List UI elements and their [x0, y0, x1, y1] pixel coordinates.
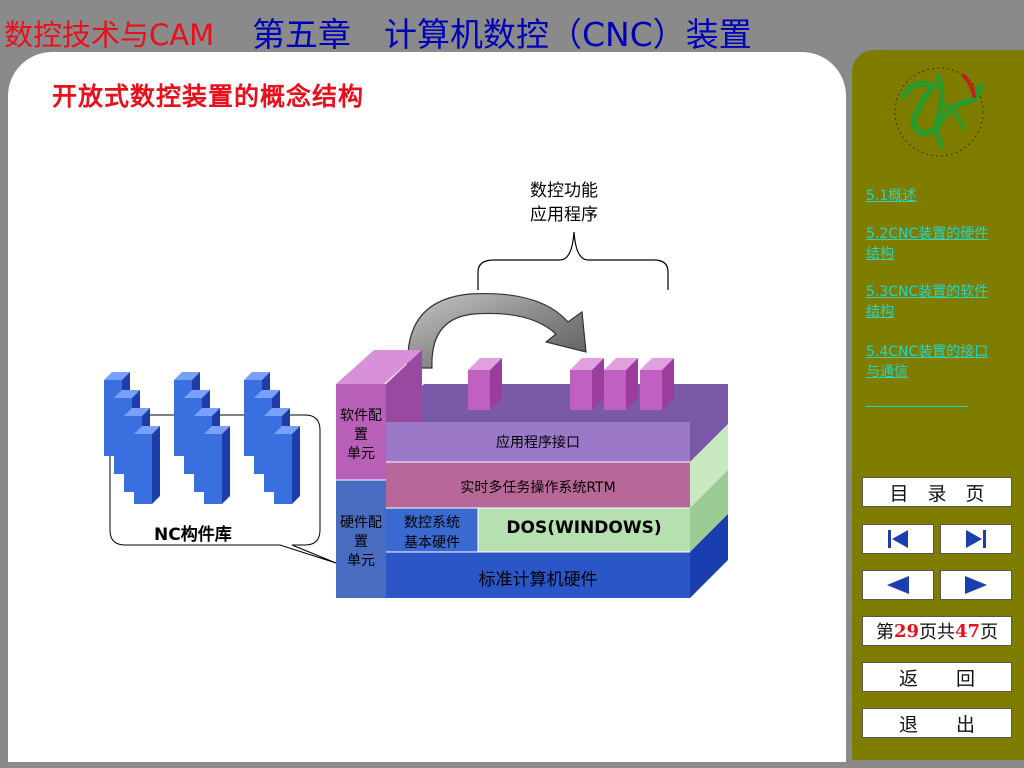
prev-page-button[interactable] [862, 570, 934, 600]
layer-api [386, 422, 690, 462]
hardware-unit-label-2: 置 [354, 534, 368, 550]
page-total: 47 [955, 620, 981, 642]
top-platform [386, 384, 728, 422]
slide-title: 开放式数控装置的概念结构 [52, 82, 365, 111]
page-suffix: 页 [980, 622, 999, 643]
page-middle: 页共 [919, 622, 955, 643]
nav-link-software[interactable]: 5.3CNC装置的软件结构 [866, 284, 989, 320]
hardware-unit-label-1: 硬件配 [340, 515, 382, 531]
arrow-right-icon [965, 576, 987, 594]
curved-arrow [407, 292, 587, 369]
hardware-config-unit [336, 480, 386, 598]
exit-button[interactable]: 退 出 [862, 708, 1012, 738]
layer-cnc-hardware [386, 508, 478, 552]
back-button[interactable]: 返 回 [862, 662, 1012, 692]
hardware-unit-label-3: 单元 [347, 553, 375, 569]
nav-link-overview[interactable]: 5.1概述 [866, 188, 917, 204]
layer-pc-hardware [386, 552, 690, 598]
cnc-hw-label-2: 基本硬件 [404, 535, 460, 551]
brace [477, 231, 669, 290]
app-modules [468, 358, 674, 410]
arrow-left-icon [887, 576, 909, 594]
chapter-title: 第五章 计算机数控（CNC）装置 [252, 15, 752, 54]
next-page-button[interactable] [940, 570, 1012, 600]
last-page-button[interactable] [940, 524, 1012, 554]
nc-library-label: NC构件库 [154, 525, 232, 545]
first-page-button[interactable] [862, 524, 934, 554]
skip-to-start-icon [888, 530, 908, 548]
course-title: 数控技术与CAM [4, 18, 215, 52]
layer-dos [478, 508, 690, 552]
nc-component-blocks [104, 372, 300, 504]
header-bar: 数控技术与CAM 第五章 计算机数控（CNC）装置 [0, 0, 1024, 54]
cnc-hw-label-1: 数控系统 [404, 515, 460, 531]
api-label: 应用程序接口 [496, 435, 580, 451]
software-unit-label-2: 置 [354, 427, 368, 443]
software-config-unit [336, 384, 386, 480]
software-unit-label-1: 软件配 [340, 408, 382, 424]
toc-button[interactable]: 目 录 页 [862, 477, 1012, 507]
nav-link-hardware[interactable]: 5.2CNC装置的硬件结构 [866, 226, 989, 262]
skip-to-end-icon [966, 530, 986, 548]
software-unit-label-3: 单元 [347, 446, 375, 462]
pc-hw-label: 标准计算机硬件 [478, 570, 598, 590]
nav-link-interface[interactable]: 5.4CNC装置的接口与通信 [866, 344, 989, 380]
page-current: 29 [893, 620, 919, 642]
nav-divider [866, 406, 968, 407]
page-prefix: 第 [875, 622, 894, 643]
dos-label: DOS(WINDOWS) [506, 518, 662, 538]
rtos-label: 实时多任务操作系统RTM [460, 480, 616, 496]
university-logo-icon [894, 67, 984, 157]
layer-rtos [386, 462, 690, 508]
cnc-app-label-line2: 应用程序 [530, 205, 598, 225]
cnc-app-label-line1: 数控功能 [530, 181, 598, 201]
